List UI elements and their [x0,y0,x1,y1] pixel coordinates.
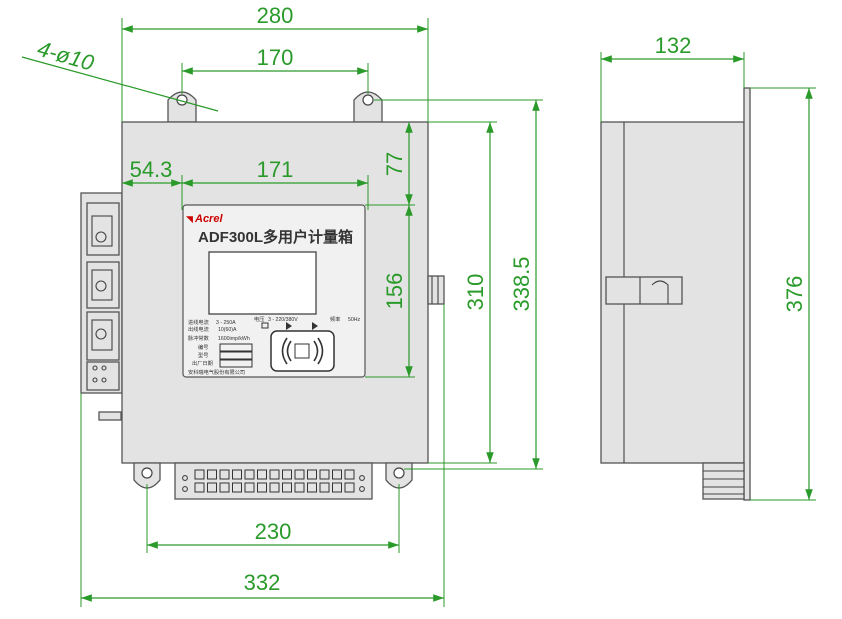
spec-label: 脉冲常数 [188,334,210,342]
spec-value: 1600imp/kWh [218,336,250,342]
terminal-cell [257,469,267,480]
terminal-cell [269,482,280,493]
terminal-cell [269,469,280,480]
dim-hole-callout: 4-ø10 [35,36,98,76]
dim-hole-spacing-bottom: 230 [255,519,292,544]
side-view [600,87,751,501]
terminal-cell [244,469,255,480]
terminal-cell [207,482,217,493]
spec-label: 编号 [198,343,208,351]
terminal-cell [232,482,242,493]
left-side-connectors [80,192,123,421]
terminal-cell [257,482,267,493]
terminal-cell [294,482,305,493]
brand-name: Acrel [194,213,223,225]
terminal-cell [282,482,292,493]
terminal-cell [344,469,355,480]
dim-overall-width: 280 [257,3,294,28]
company-name: 安科瑞电气股份有限公司 [188,368,245,376]
front-dimensions: 280 170 4-ø10 54.3 171 77 156 310 [21,3,543,607]
terminal-cell [307,482,317,493]
brand-logo-mark: ◥ [186,214,193,224]
dim-side-height: 376 [782,276,807,313]
spec-label: 出线电流 [188,325,209,333]
side-dimensions: 132 376 [600,33,816,501]
terminal-cell [344,482,355,493]
terminal-cell [194,469,205,480]
terminal-cell [219,482,230,493]
terminal-cell [307,469,317,480]
nameplate: ◥ Acrel ADF300L多用户计量箱 进线电流 3 - 250A 电压 3… [182,204,366,378]
dim-depth: 132 [655,33,692,58]
spec-value: 10(60)A [218,327,237,333]
spec-label: 频率 [330,315,340,323]
side-terminal-stack [702,462,745,500]
bottom-terminal-block [174,462,373,500]
terminal-cell [294,469,305,480]
dim-height-with-tabs: 338.5 [509,256,534,311]
terminal-cell [219,469,230,480]
side-mounting-plate [743,87,751,501]
front-view: ◥ Acrel ADF300L多用户计量箱 进线电流 3 - 250A 电压 3… [80,91,445,500]
terminal-cell [332,469,342,480]
dim-top-offset: 77 [382,152,407,176]
terminal-cell [244,482,255,493]
terminal-cell [232,469,242,480]
terminal-cell [194,482,205,493]
terminal-cell [282,469,292,480]
dim-left-offset: 54.3 [130,157,173,182]
terminal-cell [319,482,330,493]
side-latch [605,276,683,305]
dim-body-height: 310 [463,274,488,311]
rf-card-reader-icon [270,330,335,372]
terminal-cell [319,469,330,480]
dim-label-height: 156 [382,273,407,310]
spec-value: 3 - 220/380V [268,317,298,323]
dim-total-width: 332 [244,570,281,595]
lcd-window [208,251,317,315]
spec-label: 型号 [198,351,208,359]
terminal-cell [332,482,342,493]
nameplate-title: ADF300L多用户计量箱 [198,228,353,246]
terminal-cell [207,469,217,480]
dim-hole-spacing-top: 170 [257,45,294,70]
spec-value: 3 - 250A [216,320,236,326]
dim-label-width: 171 [257,157,294,182]
spec-value: 50Hz [348,317,361,323]
spec-label: 进线电流 [188,318,209,326]
right-side-latch [427,275,445,305]
spec-label: 出厂日期 [192,359,213,367]
spec-label: 电压 [254,315,264,323]
